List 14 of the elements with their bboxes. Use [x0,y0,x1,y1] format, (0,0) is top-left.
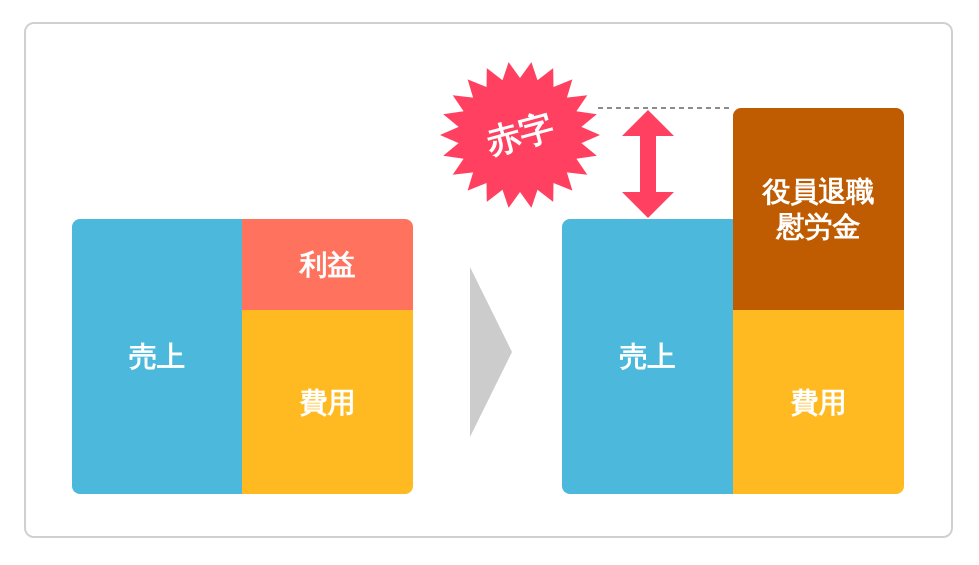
chevron-arrow [470,267,512,437]
block-label: 売上 [129,339,185,374]
cost-block [242,310,413,494]
block-label: 売上 [620,339,676,374]
block-label: 費用 [300,384,356,420]
sales-block [562,219,733,494]
block-label: 役員退職慰労金 [760,174,876,244]
profit-block [242,219,413,310]
sales-block [72,219,242,494]
cost-block [733,310,904,494]
block-label: 利益 [300,247,356,282]
badge-label: 赤字 [482,106,558,164]
block-label: 費用 [790,384,846,420]
retirement-bonus-block [733,108,904,310]
